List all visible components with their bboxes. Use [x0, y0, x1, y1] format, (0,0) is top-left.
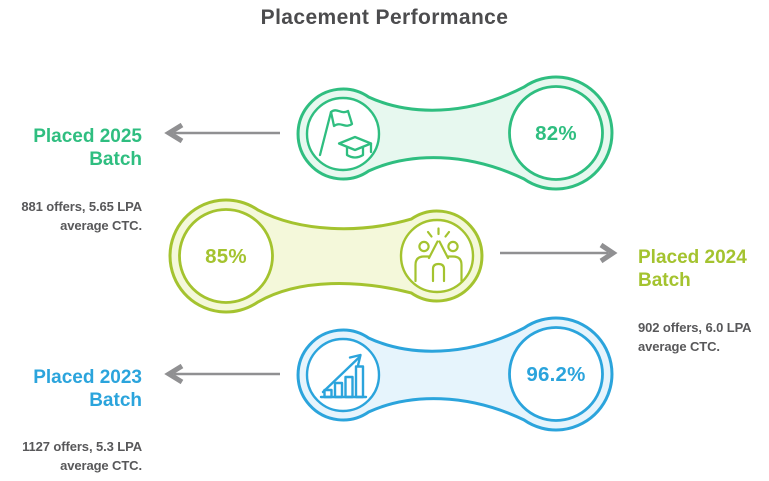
stats-2025-batch: 881 offers, 5.65 LPA average CTC. [21, 197, 142, 235]
icon-circle-2024 [399, 218, 475, 294]
dumbbell-2024 [168, 198, 484, 314]
dumbbell-2023 [296, 316, 614, 432]
high-five-icon [414, 227, 463, 283]
percent-2023: 96.2% [526, 363, 586, 386]
icon-circle-2025 [305, 96, 381, 172]
arrow-left-2025-icon [164, 122, 280, 144]
stats-2023-batch: 1127 offers, 5.3 LPA average CTC. [22, 437, 142, 475]
label-line: Batch [638, 269, 691, 291]
arrow-right-2024-icon [500, 242, 618, 264]
label-line: Placed 2023 [33, 367, 142, 388]
page-title: Placement Performance [260, 6, 509, 29]
percent-circle-2025 [508, 85, 604, 181]
label-2025-batch: Placed 2025 Batch [33, 126, 142, 171]
label-line: Placed 2025 [33, 126, 142, 147]
label-line: Placed 2024 [638, 247, 747, 268]
stats-line: average CTC. [638, 339, 720, 354]
stats-line: 881 offers, 5.65 LPA [21, 199, 142, 214]
label-2024-batch: Placed 2024 Batch [638, 247, 747, 292]
percent-2024: 85% [205, 245, 247, 268]
percent-2025: 82% [535, 122, 577, 145]
stats-2024-batch: 902 offers, 6.0 LPA average CTC. [638, 318, 752, 356]
growth-bar-chart-icon [319, 353, 368, 399]
flag-graduation-cap-icon [318, 109, 373, 159]
label-line: Batch [89, 148, 142, 170]
label-line: Batch [89, 389, 142, 411]
label-2023-batch: Placed 2023 Batch [33, 367, 142, 412]
percent-circle-2024 [178, 208, 274, 304]
stats-line: 902 offers, 6.0 LPA [638, 320, 752, 335]
icon-circle-2023 [305, 337, 381, 413]
stats-line: average CTC. [60, 458, 142, 473]
stats-line: 1127 offers, 5.3 LPA [22, 439, 142, 454]
stats-line: average CTC. [60, 218, 142, 233]
percent-circle-2023 [508, 326, 604, 422]
dumbbell-2025 [296, 75, 614, 191]
arrow-left-2023-icon [164, 363, 280, 385]
